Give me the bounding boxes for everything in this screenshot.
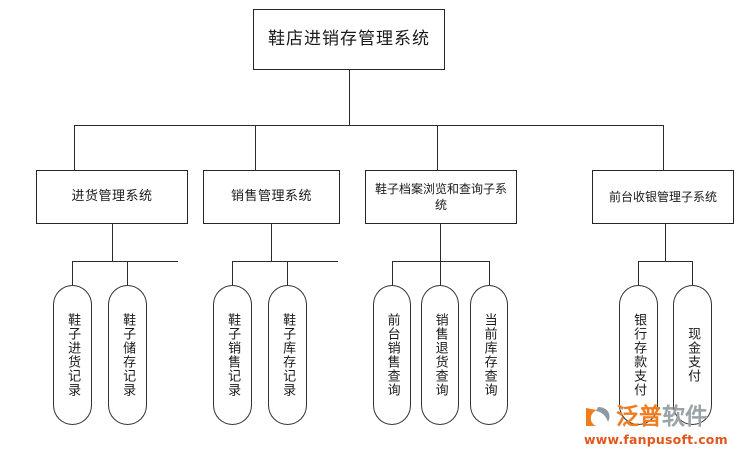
node-group1-purchase-management[interactable]: 进货管理系统 xyxy=(36,170,188,224)
node-group4-label: 前台收银管理子系统 xyxy=(608,189,717,204)
leaf-sales-return-query[interactable]: 销售退货查询 xyxy=(421,285,459,425)
connector-group2-drop xyxy=(271,224,272,261)
connector-bus-to-group2 xyxy=(255,125,256,170)
leaf-label: 鞋子销售记录 xyxy=(225,313,241,397)
connector-group3-drop xyxy=(440,224,441,261)
connector-bus-to-group1 xyxy=(74,125,75,170)
connector-group4-drop xyxy=(665,224,666,261)
node-group2-label: 销售管理系统 xyxy=(230,189,312,205)
connector-group4-leaf2 xyxy=(692,261,693,285)
connector-group1-bus xyxy=(72,261,178,262)
connector-main-bus xyxy=(74,125,664,126)
leaf-current-inventory-query[interactable]: 当前库存查询 xyxy=(470,285,508,425)
connector-group3-leaf3 xyxy=(489,261,490,285)
leaf-label: 鞋子进货记录 xyxy=(65,313,81,397)
leaf-label: 前台销售查询 xyxy=(384,313,400,397)
node-group2-sales-management[interactable]: 销售管理系统 xyxy=(203,170,340,224)
fanpu-logo-icon xyxy=(584,403,614,431)
watermark-url: www.fanpusoft.com xyxy=(584,432,728,447)
connector-group3-leaf1 xyxy=(392,261,393,285)
connector-group4-bus xyxy=(638,261,693,262)
leaf-label: 银行存款支付 xyxy=(631,313,647,397)
leaf-shoe-purchase-record[interactable]: 鞋子进货记录 xyxy=(53,285,92,425)
leaf-shoe-storage-record[interactable]: 鞋子储存记录 xyxy=(108,285,147,425)
connector-bus-to-group3 xyxy=(437,125,438,170)
leaf-cash-payment[interactable]: 现金支付 xyxy=(673,285,712,425)
connector-group1-leaf1 xyxy=(72,261,73,285)
node-root-label: 鞋店进销存管理系统 xyxy=(268,29,430,50)
leaf-label: 鞋子储存记录 xyxy=(120,313,136,397)
leaf-label: 鞋子库存记录 xyxy=(280,313,296,397)
leaf-shoe-sales-record[interactable]: 鞋子销售记录 xyxy=(213,285,252,425)
connector-group2-bus xyxy=(232,261,338,262)
connector-bus-to-group4 xyxy=(663,125,664,170)
node-group3-label: 鞋子档案浏览和查询子系统 xyxy=(374,181,507,212)
connector-group2-leaf1 xyxy=(232,261,233,285)
node-group1-label: 进货管理系统 xyxy=(71,189,153,205)
connector-group3-leaf2 xyxy=(440,261,441,285)
connector-group1-leaf2 xyxy=(127,261,128,285)
leaf-bank-deposit-payment[interactable]: 银行存款支付 xyxy=(619,285,658,425)
leaf-shoe-inventory-record[interactable]: 鞋子库存记录 xyxy=(268,285,307,425)
node-root-system[interactable]: 鞋店进销存管理系统 xyxy=(253,9,445,70)
leaf-label: 销售退货查询 xyxy=(432,313,448,397)
leaf-label: 现金支付 xyxy=(685,327,701,383)
connector-root-drop xyxy=(349,70,350,125)
connector-group1-drop xyxy=(112,224,113,261)
connector-group4-leaf1 xyxy=(638,261,639,285)
leaf-label: 当前库存查询 xyxy=(481,313,497,397)
connector-group2-leaf2 xyxy=(287,261,288,285)
leaf-frontdesk-sales-query[interactable]: 前台销售查询 xyxy=(373,285,411,425)
node-group3-shoe-archive-query[interactable]: 鞋子档案浏览和查询子系统 xyxy=(365,170,517,224)
node-group4-frontdesk-cashier[interactable]: 前台收银管理子系统 xyxy=(592,170,734,224)
